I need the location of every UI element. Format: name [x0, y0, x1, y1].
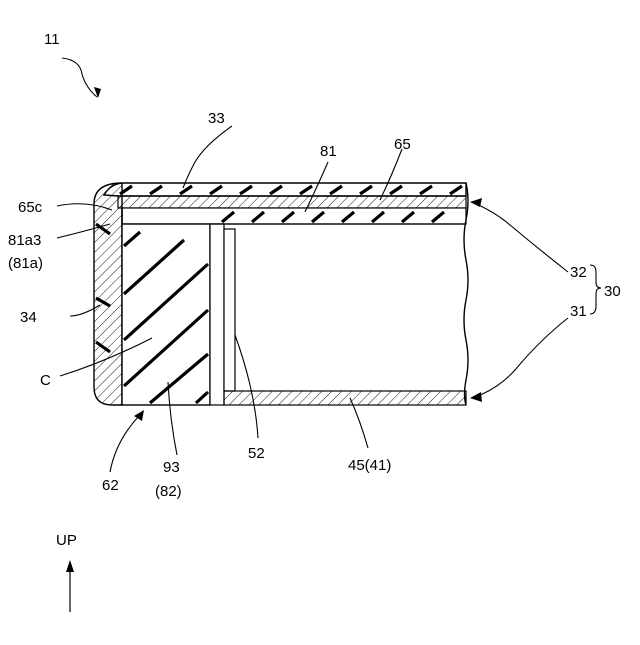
label-45-41: 45(41): [348, 457, 391, 474]
outer-side-34: [94, 183, 122, 405]
label-82: (82): [155, 483, 182, 500]
label-11: 11: [44, 31, 60, 48]
bottom-layer-45: [224, 391, 466, 405]
resin-body-93: [122, 208, 210, 405]
label-62: 62: [102, 477, 119, 494]
label-52: 52: [248, 445, 265, 462]
label-33: 33: [208, 110, 225, 127]
figure-ref-arrow: [62, 58, 97, 97]
label-93: 93: [163, 459, 180, 476]
bracket-31: [590, 294, 596, 314]
label-up: UP: [56, 532, 77, 549]
label-34: 34: [20, 309, 37, 326]
label-30: 30: [604, 283, 621, 300]
label-31: 31: [570, 303, 587, 320]
metal-layer-65: [118, 196, 466, 208]
top-resin-layer: [104, 183, 466, 196]
label-81a: (81a): [8, 255, 43, 272]
label-C: C: [40, 372, 51, 389]
bracket-32: [590, 265, 601, 294]
label-65: 65: [394, 136, 411, 153]
label-65c: 65c: [18, 199, 43, 216]
label-81: 81: [320, 143, 337, 160]
label-32: 32: [570, 264, 587, 281]
label-81a3: 81a3: [8, 232, 41, 249]
resin-layer-81: [122, 208, 466, 224]
